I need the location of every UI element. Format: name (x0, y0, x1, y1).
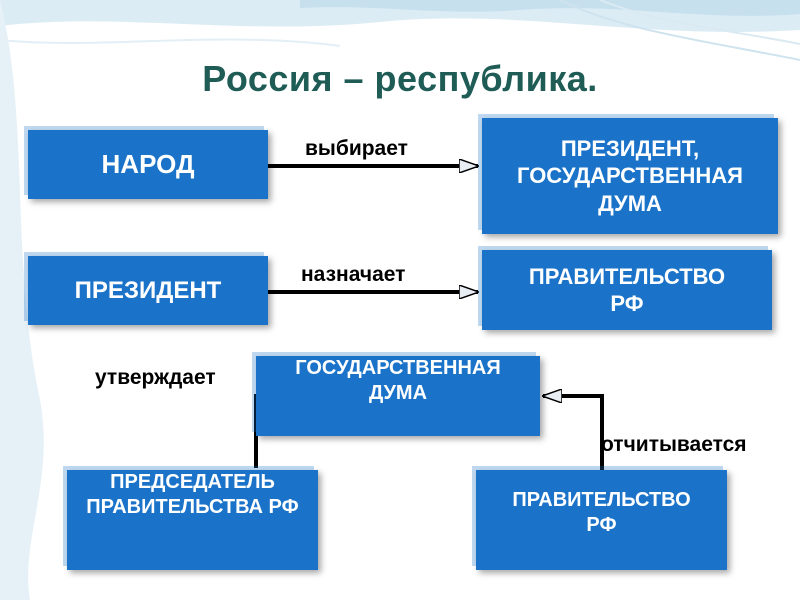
label-reports: отчитывается (601, 433, 747, 456)
arrow-reports (543, 396, 604, 470)
node-duma: ГОСУДАРСТВЕННАЯ ДУМА (256, 356, 540, 436)
node-government-2: ПРАВИТЕЛЬСТВО РФ (476, 470, 727, 570)
node-president: ПРЕЗИДЕНТ (28, 256, 268, 325)
page-title: Россия – республика. (202, 58, 598, 99)
node-narod: НАРОД (28, 130, 268, 199)
label-elects: выбирает (305, 137, 408, 160)
background-waves (0, 0, 800, 80)
label-appoints: назначает (301, 263, 406, 286)
label-approves: утверждает (95, 366, 216, 389)
node-chairman: ПРЕДСЕДАТЕЛЬ ПРАВИТЕЛЬСТВА РФ (67, 470, 318, 570)
background-left-waves (0, 0, 44, 600)
node-government-1: ПРАВИТЕЛЬСТВО РФ (482, 250, 772, 330)
node-president-duma: ПРЕЗИДЕНТ, ГОСУДАРСТВЕННАЯ ДУМА (482, 118, 778, 234)
